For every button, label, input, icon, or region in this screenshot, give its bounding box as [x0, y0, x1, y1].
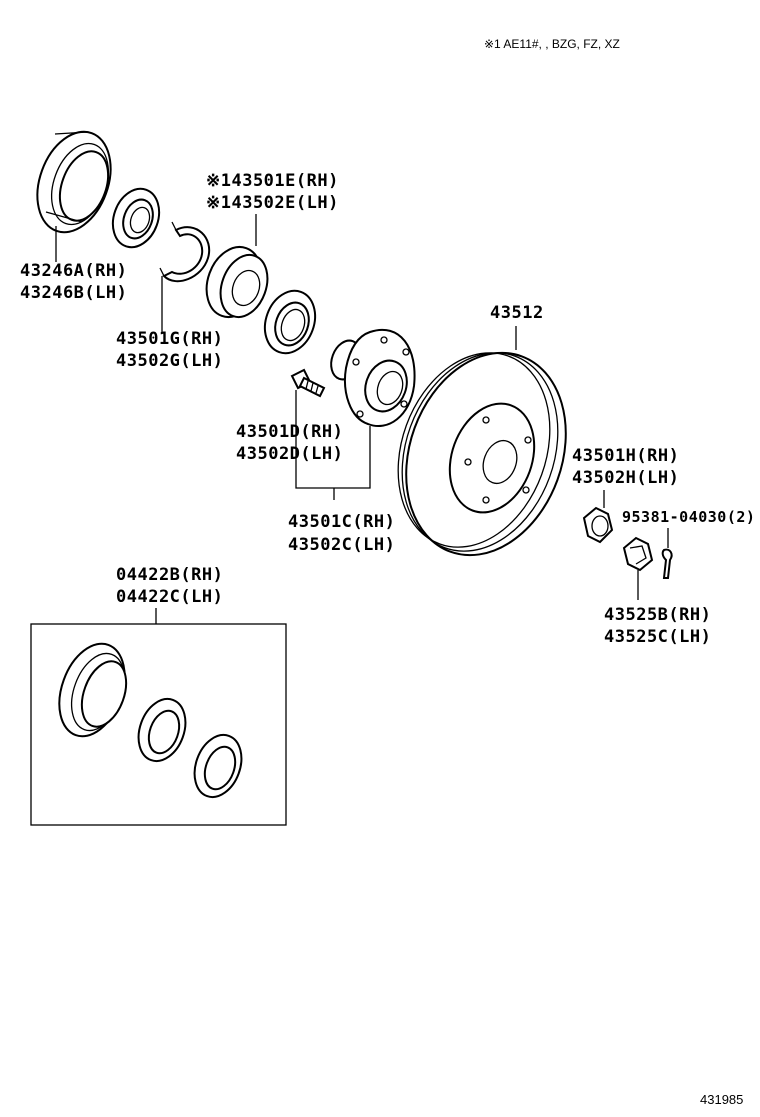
- label-43502c: 43502C(LH): [288, 535, 395, 555]
- label-43501c: 43501C(RH): [288, 512, 395, 532]
- label-43512: 43512: [490, 303, 544, 323]
- brake-disc[interactable]: [372, 330, 593, 577]
- kit-bearing-1[interactable]: [130, 692, 193, 767]
- inner-bearing[interactable]: [105, 182, 167, 253]
- leader-lines: [55, 214, 669, 624]
- hub-nut[interactable]: [582, 506, 614, 544]
- diagram-id: 431985: [700, 1092, 743, 1107]
- label-43246a: 43246A(RH): [20, 261, 127, 281]
- outer-bearing-race[interactable]: [24, 122, 123, 243]
- nut-lock-cap[interactable]: [622, 536, 654, 572]
- kit-outer-race[interactable]: [47, 635, 136, 746]
- label-04422b: 04422B(RH): [116, 565, 223, 585]
- hub-bearing[interactable]: [197, 239, 275, 324]
- label-43501g: 43501G(RH): [116, 329, 223, 349]
- snap-ring[interactable]: [159, 221, 211, 283]
- label-43502h: 43502H(LH): [572, 468, 679, 488]
- label-43502d: 43502D(LH): [236, 444, 343, 464]
- label-43246b: 43246B(LH): [20, 283, 127, 303]
- hub-bolt[interactable]: [290, 368, 326, 398]
- applicability-note: ※1 AE11#, , BZG, FZ, XZ: [484, 37, 620, 51]
- label-43502e: ※143502E(LH): [206, 193, 339, 213]
- label-43525b: 43525B(RH): [604, 605, 711, 625]
- oil-seal[interactable]: [257, 284, 324, 361]
- cotter-pin[interactable]: [661, 548, 673, 579]
- kit-frame: [30, 623, 287, 826]
- axle-hub[interactable]: [326, 328, 416, 427]
- label-95381: 95381-04030(2): [622, 508, 755, 526]
- label-43501e: ※143501E(RH): [206, 171, 339, 191]
- label-43525c: 43525C(LH): [604, 627, 711, 647]
- kit-bearing-2[interactable]: [186, 728, 249, 803]
- label-43501h: 43501H(RH): [572, 446, 679, 466]
- label-43502g: 43502G(LH): [116, 351, 223, 371]
- label-43501d: 43501D(RH): [236, 422, 343, 442]
- label-04422c: 04422C(LH): [116, 587, 223, 607]
